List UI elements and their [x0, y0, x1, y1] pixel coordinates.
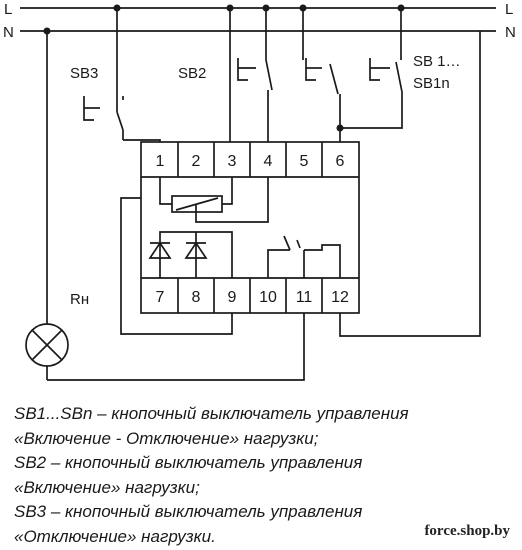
label-L-right: L [505, 1, 513, 18]
external-wiring [46, 8, 481, 381]
sb1-label-line1: SB 1… [413, 53, 461, 70]
sb2-switch [237, 58, 248, 81]
lamp-icon [25, 323, 69, 367]
internal-circuit [148, 177, 341, 278]
sb1n-switch [369, 58, 380, 81]
terminal-3: 3 [228, 153, 237, 170]
legend-caption: SB1...SBn – кнопочный выключатель управл… [14, 402, 514, 549]
terminal-8: 8 [192, 289, 201, 306]
terminal-12: 12 [331, 289, 349, 306]
caption-line-3: SB2 – кнопочный выключатель управления [14, 453, 363, 472]
sb1-label-line2: SB1n [413, 75, 450, 92]
caption-line-4: «Включение» нагрузки; [14, 477, 200, 497]
terminal-4: 4 [264, 153, 273, 170]
diode-1 [148, 241, 172, 259]
terminal-9: 9 [228, 289, 237, 306]
terminal-5: 5 [300, 153, 309, 170]
label-L-left: L [4, 1, 12, 18]
terminal-2: 2 [192, 153, 201, 170]
sb2-label: SB2 [178, 65, 206, 82]
caption-line-1: SB1...SBn – кнопочный выключатель управл… [14, 404, 409, 423]
label-N-right: N [505, 24, 516, 41]
caption-line-2: «Включение - Отключение» нагрузки; [14, 428, 319, 448]
terminal-10: 10 [259, 289, 277, 306]
label-N-left: N [3, 24, 14, 41]
terminal-6: 6 [336, 153, 345, 170]
terminal-1: 1 [156, 153, 165, 170]
caption-line-6: «Отключение» нагрузки. [14, 526, 216, 546]
terminal-7: 7 [156, 289, 165, 306]
caption-line-5: SB3 – кнопочный выключатель управления [14, 502, 363, 521]
relay-contact [283, 235, 291, 251]
watermark: force.shop.by [418, 522, 516, 541]
load-label: Rн [70, 291, 89, 308]
sb1-switch [305, 58, 316, 81]
sb3-label: SB3 [70, 65, 98, 82]
terminal-11: 11 [296, 289, 313, 306]
